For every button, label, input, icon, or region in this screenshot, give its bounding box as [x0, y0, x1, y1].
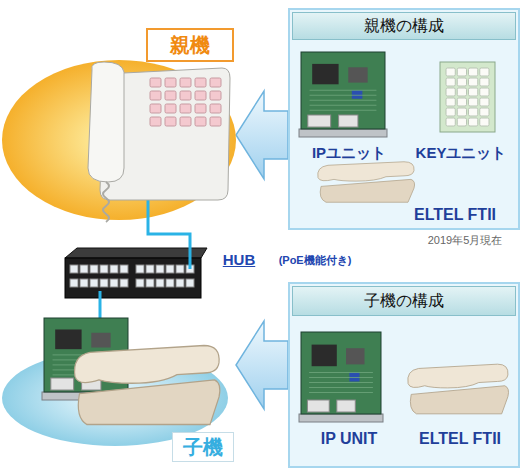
- lan-cable: [99, 291, 102, 303]
- lan-cable: [147, 196, 150, 228]
- date-note: 2019年5月現在: [412, 232, 518, 248]
- hub-device: [65, 248, 207, 298]
- parent-station: 親機: [0, 28, 236, 228]
- lan-cable: [189, 246, 192, 269]
- handset-phone: [318, 162, 415, 202]
- node-label: IPユニット: [294, 142, 404, 164]
- node-label: 親機: [146, 28, 234, 62]
- node-label: ELTEL FTII: [396, 204, 514, 226]
- lan-cable: [148, 228, 190, 246]
- handset-unit: ELTEL FTII: [404, 324, 516, 464]
- node-label: 子機の構成: [292, 286, 516, 316]
- node-sublabel: (PoE機能付き): [259, 251, 371, 269]
- node-label: 子機: [172, 432, 234, 462]
- child-station: 子機: [0, 318, 236, 468]
- handset-phone: [408, 364, 509, 414]
- handset-unit: ELTEL FTII: [310, 160, 516, 228]
- node-label: IP UNIT: [294, 428, 404, 450]
- ip-unit: IP UNIT: [294, 324, 404, 464]
- lan-cable: [99, 303, 102, 318]
- block-arrow: [236, 91, 288, 179]
- node-label: KEYユニット: [406, 142, 516, 164]
- config-panel: 子機の構成 IP UNITELTEL FTII: [288, 282, 520, 468]
- handset-phone: [75, 345, 220, 424]
- parent-phone: [88, 62, 230, 222]
- node-label: ELTEL FTII: [404, 428, 516, 450]
- key-unit: KEYユニット: [406, 48, 516, 168]
- node-label: HUB: [219, 249, 259, 269]
- circuit-board: [299, 332, 383, 422]
- node-label: 親機の構成: [292, 12, 516, 40]
- key-unit-board: [440, 62, 495, 132]
- circuit-board: [299, 52, 387, 137]
- block-arrow: [236, 321, 288, 409]
- ip-unit: IPユニット: [294, 48, 404, 168]
- region-ellipse: [2, 60, 236, 220]
- config-panel: 親機の構成 IPユニットKEYユニット ELTEL FTII: [288, 8, 520, 230]
